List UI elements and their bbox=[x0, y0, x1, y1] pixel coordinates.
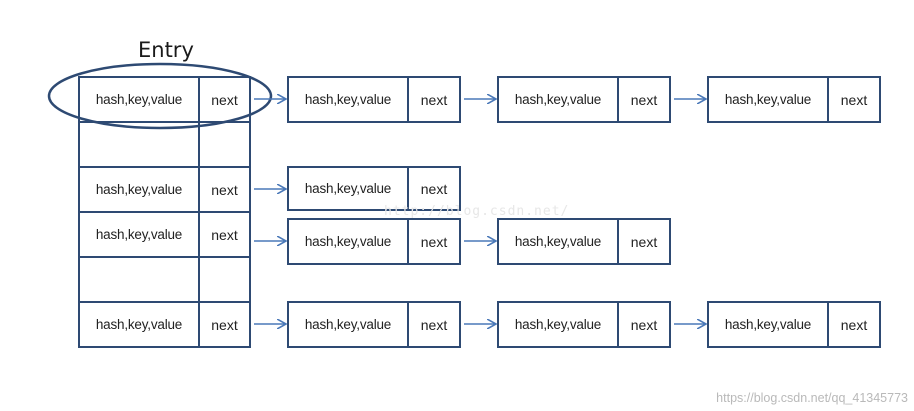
row5-node3-hash-key-value: hash,key,value bbox=[707, 301, 829, 348]
bucket-5-hash-key-value: hash,key,value bbox=[78, 301, 200, 348]
row0-node1-next: next bbox=[407, 76, 461, 123]
row0-node2-hash-key-value: hash,key,value bbox=[497, 76, 619, 123]
row3-node1-next: next bbox=[407, 218, 461, 265]
bucket-2-next: next bbox=[198, 166, 251, 213]
bucket-5-next: next bbox=[198, 301, 251, 348]
row3-node2-next: next bbox=[617, 218, 671, 265]
row5-node1-hash-key-value: hash,key,value bbox=[287, 301, 409, 348]
credit-text: https://blog.csdn.net/qq_41345773 bbox=[716, 391, 908, 405]
bucket-0-hash-key-value: hash,key,value bbox=[78, 76, 200, 123]
watermark: http://blog.csdn.net/ bbox=[384, 204, 570, 219]
bucket-1-empty bbox=[78, 121, 200, 168]
row2-node1-next: next bbox=[407, 166, 461, 211]
row3-node1-hash-key-value: hash,key,value bbox=[287, 218, 409, 265]
row2-node1-hash-key-value: hash,key,value bbox=[287, 166, 409, 211]
row3-node2-hash-key-value: hash,key,value bbox=[497, 218, 619, 265]
bucket-1-empty-next bbox=[198, 121, 251, 168]
row5-node3-next: next bbox=[827, 301, 881, 348]
bucket-2-hash-key-value: hash,key,value bbox=[78, 166, 200, 213]
row0-node3-next: next bbox=[827, 76, 881, 123]
row5-node2-hash-key-value: hash,key,value bbox=[497, 301, 619, 348]
entry-title: Entry bbox=[138, 38, 194, 62]
row0-node3-hash-key-value: hash,key,value bbox=[707, 76, 829, 123]
row0-node2-next: next bbox=[617, 76, 671, 123]
bucket-3-hash-key-value: hash,key,value bbox=[78, 211, 200, 258]
bucket-4-empty bbox=[78, 256, 200, 303]
bucket-0-next: next bbox=[198, 76, 251, 123]
row5-node1-next: next bbox=[407, 301, 461, 348]
row5-node2-next: next bbox=[617, 301, 671, 348]
bucket-3-next: next bbox=[198, 211, 251, 258]
bucket-4-empty-next bbox=[198, 256, 251, 303]
row0-node1-hash-key-value: hash,key,value bbox=[287, 76, 409, 123]
